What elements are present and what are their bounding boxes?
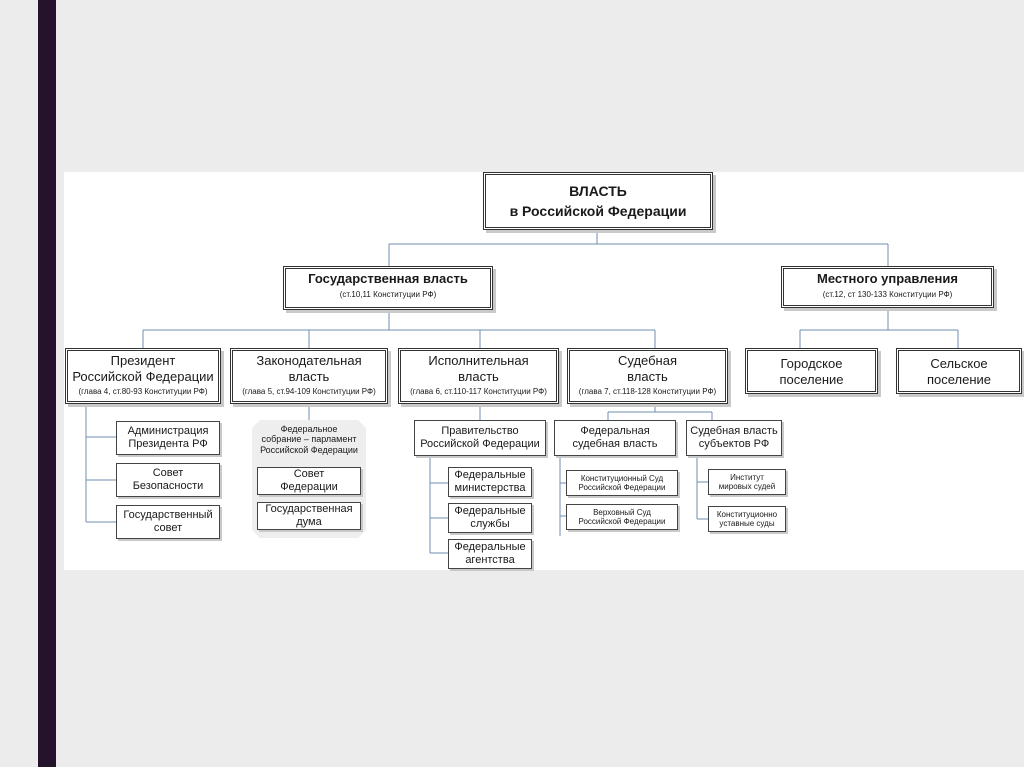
item-line1: Администрация (127, 425, 209, 438)
urban-line1: Городское (780, 356, 843, 371)
fed-judiciary-line2: судебная власть (572, 438, 658, 450)
state-power-node: Государственная власть (ст.10,11 Констит… (283, 266, 493, 310)
charter-courts: Конституционно уставные суды (708, 506, 786, 532)
exec-item-line2: министерства (454, 482, 526, 494)
reg-judiciary-line2: субъектов РФ (698, 438, 770, 450)
government-node: Правительство Российской Федерации (414, 420, 546, 456)
government-line2: Российской Федерации (420, 438, 540, 450)
state-power-ref: (ст.10,11 Конституции РФ) (339, 289, 437, 299)
root-subtitle: в Российской Федерации (509, 203, 687, 219)
local-government-node: Местного управления (ст.12, ст 130-133 К… (781, 266, 994, 308)
federation-council: Совет Федерации (257, 467, 361, 495)
item-line2: Президента РФ (128, 438, 208, 450)
state-power-title: Государственная власть (308, 271, 468, 286)
president-ref: (глава 4, ст.80-93 Конституции РФ) (78, 387, 208, 396)
legislative-line2: власть (288, 369, 330, 384)
federal-ministries: Федеральные министерства (448, 467, 532, 497)
judicial-ref: (глава 7, ст.118-128 Конституции РФ) (578, 387, 717, 396)
justices-of-peace: Институт мировых судей (708, 469, 786, 495)
court-line1: Верховный Суд (593, 507, 651, 517)
judicial-line1: Судебная (617, 353, 678, 368)
exec-item-line2: агентства (465, 554, 515, 566)
slide-sidebar-bar (38, 0, 56, 767)
item-line1: Государственный (123, 509, 213, 522)
court-line1: Конституционный Суд (580, 473, 664, 483)
fed-judiciary-line1: Федеральная (580, 425, 650, 438)
reg-item-line2: мировых судей (718, 482, 776, 491)
court-line2: Российской Федерации (578, 483, 666, 492)
federal-assembly-title: Федеральное собрание – парламент Российс… (252, 424, 366, 455)
urban-settlement-node: Городское поселение (745, 348, 878, 394)
state-duma: Государственная дума (257, 502, 361, 530)
president-line1: Президент (110, 353, 176, 368)
reg-judiciary-line1: Судебная власть (690, 425, 778, 438)
reg-item-line1: Конституционно (716, 509, 778, 519)
judicial-line2: власть (627, 369, 668, 384)
legislative-ref: (глава 5, ст.94-109 Конституции РФ) (242, 387, 376, 396)
executive-node: Исполнительная власть (глава 6, ст.110-1… (398, 348, 559, 404)
root-title: ВЛАСТЬ (569, 183, 627, 199)
local-government-title: Местного управления (817, 271, 958, 286)
chamber-line1: Совет (293, 468, 325, 481)
exec-item-line2: службы (470, 518, 510, 530)
legislative-node: Законодательная власть (глава 5, ст.94-1… (230, 348, 388, 404)
item-line2: совет (153, 522, 183, 534)
parliament-line2: собрание – парламент (261, 434, 357, 445)
rural-line2: поселение (926, 372, 992, 387)
executive-line1: Исполнительная (428, 353, 529, 368)
root-node: ВЛАСТЬ в Российской Федерации (483, 172, 713, 230)
exec-item-line1: Федеральные (454, 505, 526, 518)
parliament-line1: Федеральное (280, 424, 338, 434)
chamber-line2: дума (296, 516, 322, 528)
rural-settlement-node: Сельское поселение (896, 348, 1022, 394)
constitutional-court: Конституционный Суд Российской Федерации (566, 470, 678, 496)
exec-item-line1: Федеральные (454, 469, 526, 482)
judicial-node: Судебная власть (глава 7, ст.118-128 Кон… (567, 348, 728, 404)
item-line2: Безопасности (132, 480, 204, 492)
urban-line2: поселение (779, 372, 844, 387)
president-node: Президент Российской Федерации (глава 4,… (65, 348, 221, 404)
legislative-line1: Законодательная (256, 353, 362, 368)
rural-line1: Сельское (930, 356, 988, 371)
federal-services: Федеральные службы (448, 503, 532, 533)
federal-judiciary-node: Федеральная судебная власть (554, 420, 676, 456)
security-council: Совет Безопасности (116, 463, 220, 497)
chamber-line2: Федерации (280, 481, 338, 493)
chamber-line1: Государственная (265, 503, 353, 516)
executive-line2: власть (458, 369, 499, 384)
executive-ref: (глава 6, ст.110-117 Конституции РФ) (410, 387, 547, 396)
local-government-ref: (ст.12, ст 130-133 Конституции РФ) (822, 289, 953, 299)
president-administration: Администрация Президента РФ (116, 421, 220, 455)
regional-judiciary-node: Судебная власть субъектов РФ (686, 420, 782, 456)
government-line1: Правительство (441, 425, 519, 438)
supreme-court: Верховный Суд Российской Федерации (566, 504, 678, 530)
reg-item-line1: Институт (730, 472, 764, 482)
president-line2: Российской Федерации (72, 369, 214, 384)
exec-item-line1: Федеральные (454, 541, 526, 554)
court-line2: Российской Федерации (578, 517, 666, 526)
reg-item-line2: уставные суды (719, 519, 775, 528)
item-line1: Совет (152, 467, 184, 480)
federal-agencies: Федеральные агентства (448, 539, 532, 569)
parliament-line3: Российской Федерации (260, 444, 358, 455)
state-council: Государственный совет (116, 505, 220, 539)
